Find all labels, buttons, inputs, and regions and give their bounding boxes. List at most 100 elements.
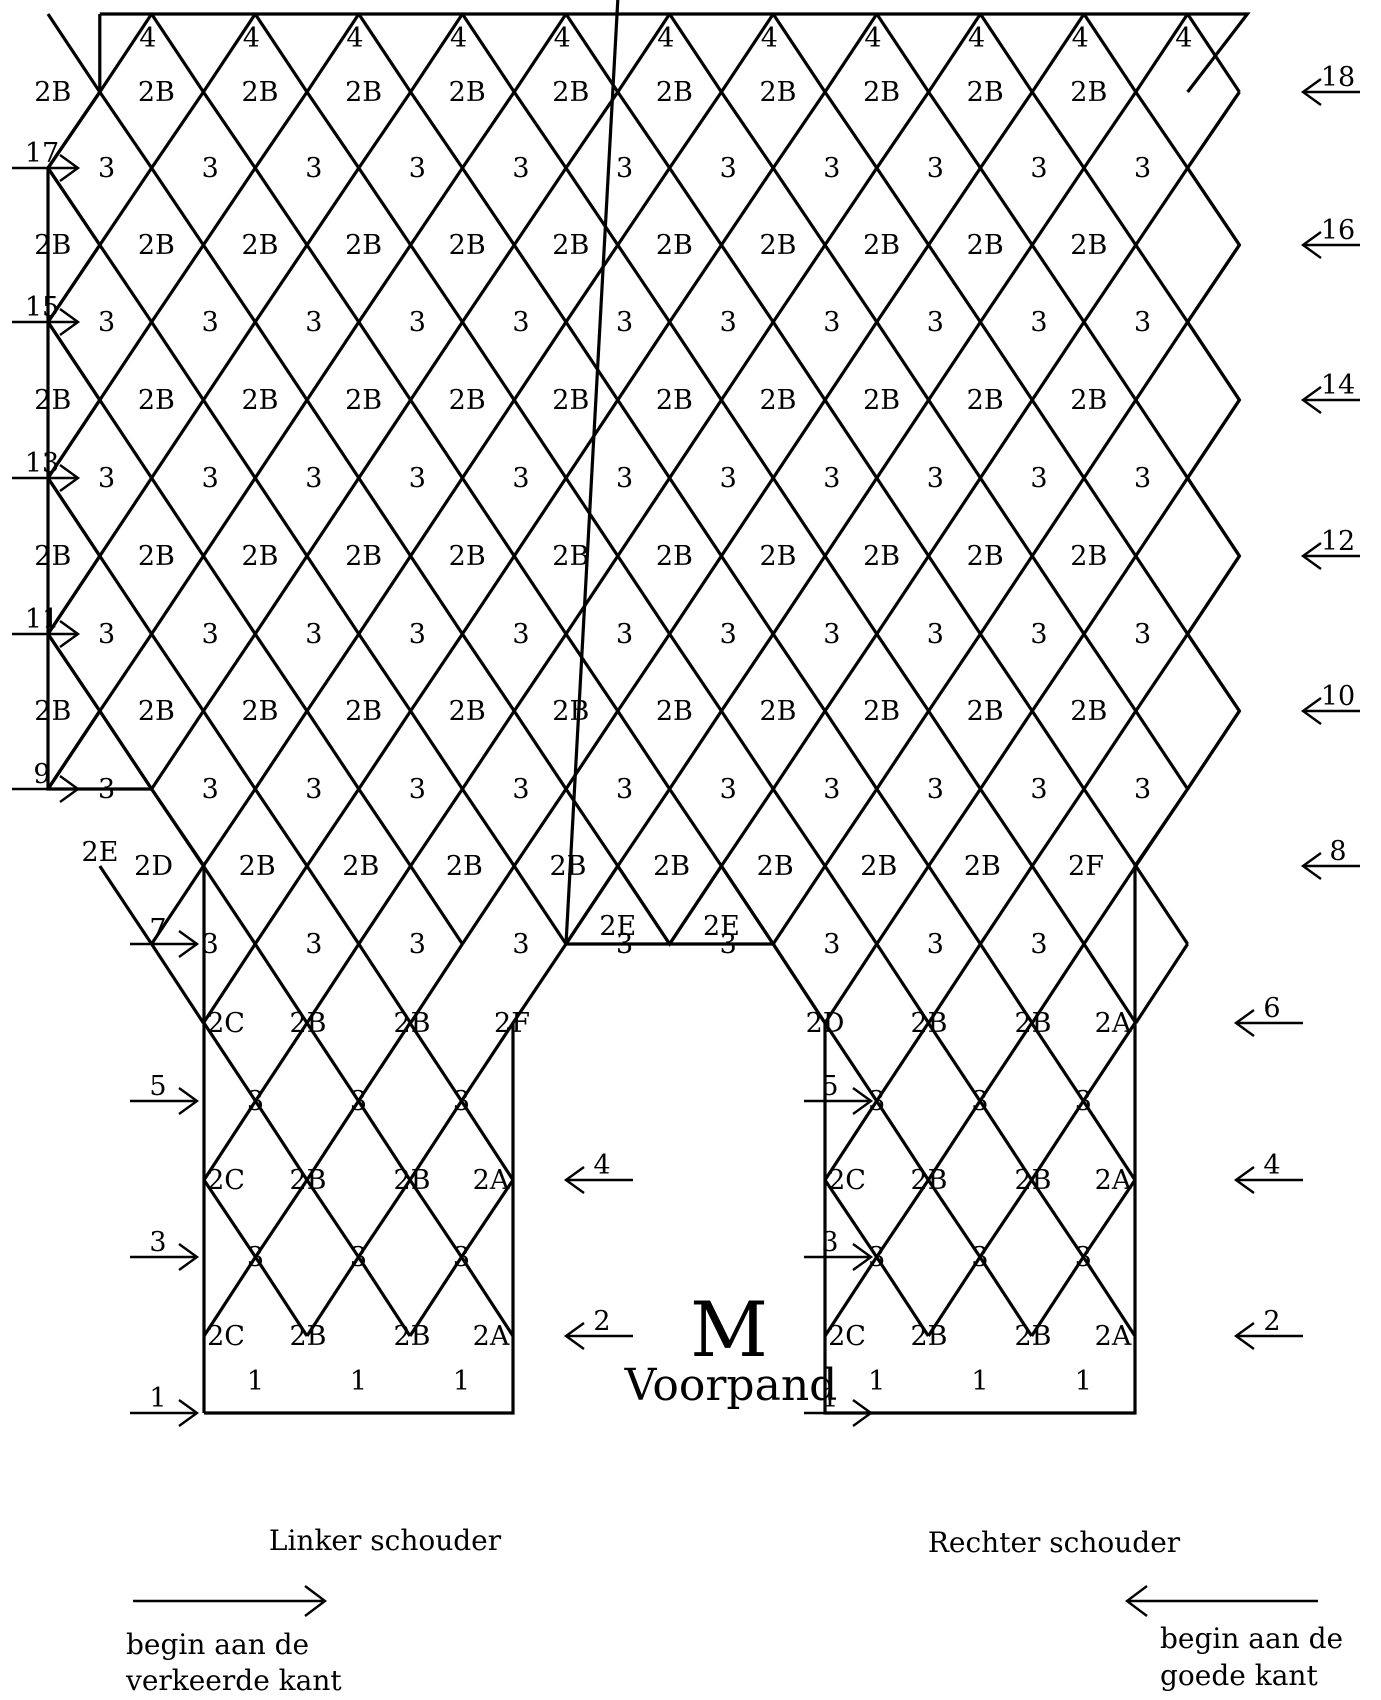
diag-line [720, 710, 775, 790]
diag-line [926, 1022, 982, 1102]
cell-label-row-18: 2B [759, 77, 796, 108]
cell-label-row-10: 2B [449, 696, 486, 727]
row-marker-right-12: 12 [1300, 526, 1360, 570]
diag-line [823, 477, 879, 557]
row-marker-right-14: 14 [1300, 370, 1360, 414]
marker-arrow-head [59, 620, 81, 648]
diag-line [564, 0, 620, 945]
diag-line [202, 1022, 257, 1102]
diag-line [461, 321, 516, 401]
cell-label-row-6: 2A [1095, 1008, 1132, 1039]
cell-label-row-top: 4 [346, 23, 363, 54]
marker-number: 10 [1321, 681, 1355, 712]
diag-line [720, 555, 775, 635]
cell-label-row-13: 3 [616, 463, 633, 494]
diag-line [720, 244, 775, 323]
cell-label-row-13: 3 [1030, 463, 1047, 494]
diag-line [979, 865, 1034, 945]
marker-arrow-head [1300, 231, 1322, 259]
marker-number: 7 [149, 914, 166, 945]
cell-label-row-5: 3 [453, 1086, 470, 1117]
cell-label-row-9: 3 [1030, 774, 1047, 805]
diag-line [616, 710, 671, 790]
row-marker-right-shoulder-r-6: 6 [1233, 993, 1303, 1037]
diag-line [202, 13, 257, 93]
marker-arrow-head [1300, 697, 1322, 725]
cell-label-row-14: 2B [241, 385, 278, 416]
diag-line [357, 1256, 412, 1337]
cell-label-row-15: 3 [512, 307, 529, 338]
diag-line [98, 555, 153, 635]
cell-label-row-17: 3 [1030, 153, 1047, 184]
row-marker-right-shoulder-5: 5 [804, 1071, 874, 1115]
diag-line [616, 399, 671, 479]
diag-line [305, 1100, 360, 1181]
row-marker-right-shoulder-1: 1 [804, 1383, 874, 1427]
diag-line [461, 13, 516, 93]
diag-line [408, 1022, 463, 1102]
row-marker-right-shoulder-r-4: 4 [1233, 1150, 1303, 1194]
diag-line [1134, 788, 1189, 867]
diag-line [409, 244, 464, 323]
diag-line [98, 91, 153, 169]
diag-line [875, 1179, 930, 1258]
marker-number: 16 [1321, 215, 1355, 246]
diag-line [409, 477, 464, 557]
diag-line [823, 321, 879, 401]
diag-line [150, 710, 205, 790]
cell-label-row-1: 1 [350, 1366, 367, 1397]
diag-line [771, 865, 827, 945]
diag-line [202, 788, 257, 867]
cell-label-row-4: 2C [207, 1165, 245, 1196]
diag-line [979, 477, 1034, 557]
marker-number: 1 [821, 1383, 838, 1414]
start-note-left: begin aan de verkeerde kant [125, 1585, 342, 1697]
diag-line [1186, 321, 1241, 401]
diag-line [926, 1256, 982, 1337]
cell-label-row-5: 3 [350, 1086, 367, 1117]
diag-line [978, 1022, 1034, 1102]
cell-label-row-16: 2B [759, 230, 796, 261]
cell-label-row-16: 2B [449, 230, 486, 261]
cell-label-row-top: 4 [864, 23, 881, 54]
diag-line [926, 1100, 982, 1181]
diag-line [1134, 244, 1189, 323]
row-marker-left-11: 11 [12, 604, 81, 648]
diag-line [927, 167, 982, 246]
diag-line [1030, 1100, 1085, 1181]
diag-line [668, 91, 723, 169]
cell-label-row-10: 2B [138, 696, 175, 727]
cell-label-row-13: 3 [823, 463, 840, 494]
diag-line [979, 167, 1034, 246]
cell-label-row-16: 2B [1070, 230, 1107, 261]
diag-line [253, 943, 309, 1024]
diag-line [978, 1256, 1034, 1337]
diag-line [771, 788, 827, 867]
diag-line [1186, 710, 1241, 790]
diag-line [875, 555, 930, 635]
cell-label-row-8: 2E [82, 837, 119, 868]
diag-line [823, 244, 879, 323]
diag-line [512, 244, 568, 323]
diag-line [202, 865, 257, 945]
marker-arrow-head [178, 1243, 200, 1271]
diag-line [1134, 865, 1189, 945]
cell-label-row-10: 2B [967, 696, 1004, 727]
diag-line [305, 244, 361, 323]
diag-line [150, 91, 205, 169]
cell-label-row-17: 3 [823, 153, 840, 184]
marker-number: 2 [593, 1306, 610, 1337]
cell-label-row-14: 2B [1070, 385, 1107, 416]
diag-line [823, 943, 879, 1024]
row-marker-right-shoulder-r-2: 2 [1233, 1306, 1303, 1350]
cell-label-row-4: 2C [828, 1165, 866, 1196]
cell-label-row-17: 3 [1134, 153, 1151, 184]
diag-line [512, 788, 568, 867]
diag-line [253, 788, 309, 867]
cell-label-row-5: 3 [971, 1086, 988, 1117]
left-shoulder-caption: Linker schouder [269, 1524, 502, 1557]
cell-label-row-10: 2B [759, 696, 796, 727]
diag-line [1186, 13, 1241, 93]
cell-label-row-11: 3 [409, 619, 426, 650]
diag-line [823, 91, 879, 169]
